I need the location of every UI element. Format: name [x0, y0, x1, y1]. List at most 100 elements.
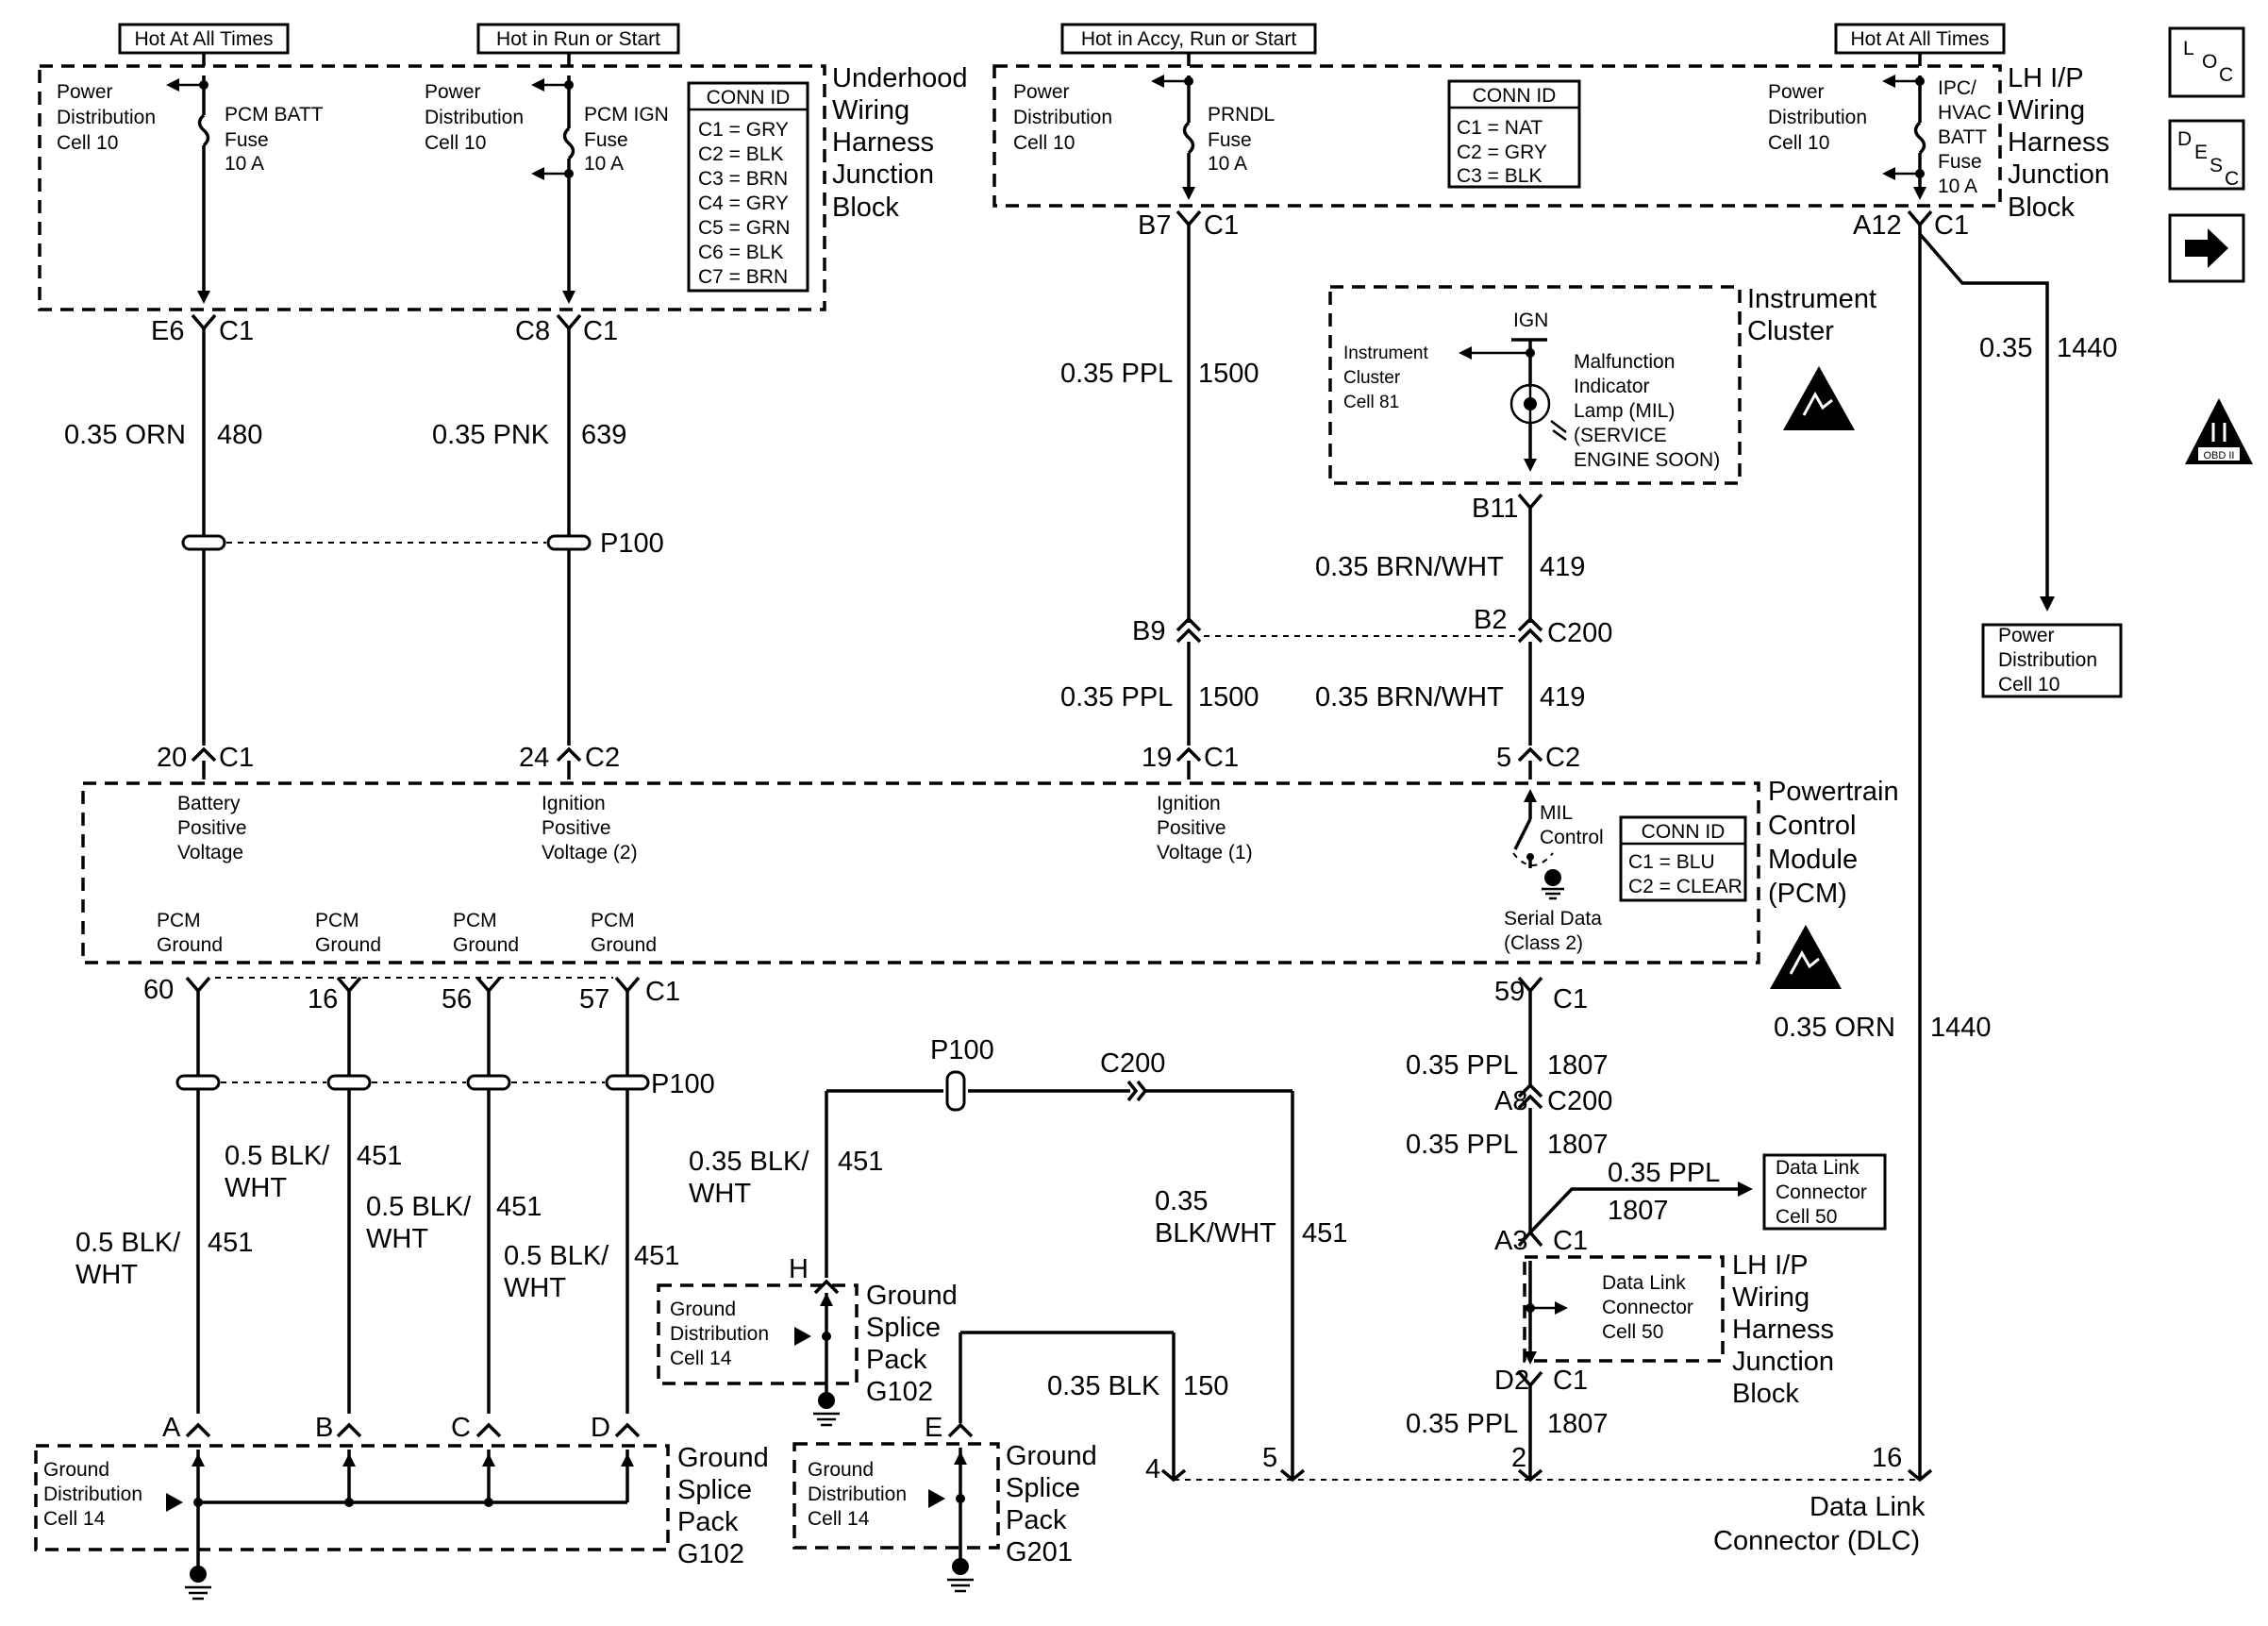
svg-text:Underhood: Underhood: [832, 63, 968, 93]
instrument-cluster: Instrument Cluster Instrument Cluster Ce…: [1328, 284, 1876, 485]
source-hot-always-2: Hot At All Times: [1834, 23, 2006, 55]
svg-text:LH I/P: LH I/P: [2008, 63, 2084, 93]
svg-text:0.5 BLK/: 0.5 BLK/: [366, 1192, 472, 1222]
svg-text:Instrument: Instrument: [1343, 344, 1428, 363]
svg-text:639: 639: [581, 420, 626, 450]
next-arrow-icon[interactable]: [2168, 213, 2245, 283]
svg-text:Voltage (2): Voltage (2): [542, 842, 638, 863]
svg-text:HVAC: HVAC: [1938, 102, 1992, 124]
svg-text:Harness: Harness: [1732, 1315, 1834, 1345]
svg-text:C1: C1: [1204, 210, 1239, 241]
svg-text:16: 16: [1872, 1443, 1902, 1473]
svg-text:G102: G102: [866, 1377, 933, 1407]
svg-text:0.35 ORN: 0.35 ORN: [1774, 1013, 1895, 1043]
circuit-480-pcm-batt: E6 C1 0.35 ORN 480: [64, 53, 262, 746]
p100-upper: P100: [181, 528, 664, 559]
svg-text:C1: C1: [583, 316, 618, 346]
svg-text:1807: 1807: [1608, 1196, 1669, 1226]
svg-text:10 A: 10 A: [1208, 153, 1247, 175]
svg-text:WHT: WHT: [225, 1173, 287, 1203]
svg-text:451: 451: [634, 1241, 679, 1271]
svg-text:Connector: Connector: [1602, 1297, 1693, 1318]
svg-text:A3: A3: [1494, 1226, 1527, 1256]
mil-lamp-icon: [1509, 383, 1567, 442]
svg-text:C2: C2: [1545, 743, 1580, 773]
svg-text:Cluster: Cluster: [1747, 316, 1834, 346]
svg-text:D: D: [591, 1413, 610, 1443]
svg-text:20: 20: [157, 743, 187, 773]
svg-text:CONN ID: CONN ID: [1473, 85, 1557, 107]
svg-text:Instrument: Instrument: [1747, 284, 1876, 314]
svg-text:Distribution: Distribution: [43, 1484, 142, 1505]
svg-text:Ground: Ground: [677, 1443, 769, 1473]
svg-text:Distribution: Distribution: [57, 107, 156, 128]
svg-text:10 A: 10 A: [225, 153, 264, 175]
svg-text:Block: Block: [832, 193, 899, 223]
ground-splice-pack-g102-lower: Ground Splice Pack G102 Ground Distribut…: [34, 1443, 769, 1601]
svg-text:(SERVICE: (SERVICE: [1574, 425, 1667, 446]
svg-text:451: 451: [1302, 1218, 1347, 1249]
svg-text:(PCM): (PCM): [1768, 879, 1847, 909]
svg-text:Ground: Ground: [157, 934, 223, 956]
svg-text:O: O: [2202, 51, 2217, 73]
svg-text:BATT: BATT: [1938, 126, 1987, 148]
svg-text:Cell 50: Cell 50: [1602, 1321, 1663, 1343]
svg-text:Control: Control: [1768, 811, 1857, 841]
svg-text:0.35 PPL: 0.35 PPL: [1406, 1409, 1518, 1439]
svg-text:451: 451: [208, 1228, 253, 1258]
svg-text:Pack: Pack: [677, 1507, 739, 1537]
svg-text:Indicator: Indicator: [1574, 376, 1650, 397]
svg-text:BLK/WHT: BLK/WHT: [1155, 1218, 1276, 1249]
svg-text:Data Link: Data Link: [1809, 1492, 1926, 1522]
svg-text:Splice: Splice: [866, 1313, 941, 1343]
svg-text:C1: C1: [1204, 743, 1239, 773]
svg-text:PCM: PCM: [157, 910, 201, 931]
circuit-1500-prndl: B7 C1 0.35 PPL 1500 B9 0.35 PPL 1500: [1060, 53, 1259, 746]
svg-text:0.35 PNK: 0.35 PNK: [432, 420, 550, 450]
svg-text:C1: C1: [1553, 1366, 1588, 1396]
svg-text:1500: 1500: [1198, 359, 1259, 389]
svg-text:0.35 PPL: 0.35 PPL: [1406, 1050, 1518, 1081]
pcm-module: Powertrain Control Module (PCM) 20 C1 24…: [81, 743, 1899, 964]
svg-text:Cluster: Cluster: [1343, 368, 1401, 388]
svg-text:C: C: [2225, 168, 2239, 190]
svg-text:D2: D2: [1494, 1366, 1529, 1396]
underhood-conn-id-table: CONN ID C1 = GRY C2 = BLK C3 = BRN C4 = …: [687, 81, 809, 293]
svg-text:Distribution: Distribution: [1013, 107, 1112, 128]
svg-text:419: 419: [1540, 552, 1585, 582]
svg-text:PCM: PCM: [315, 910, 359, 931]
svg-text:C1: C1: [645, 977, 680, 1007]
ground-splice-pack-g102-upper: Ground Splice Pack G102 Ground Distribut…: [657, 1281, 958, 1427]
loc-icon[interactable]: L O C: [2168, 26, 2245, 98]
svg-text:Ground: Ground: [591, 934, 657, 956]
svg-text:0.35 BRN/WHT: 0.35 BRN/WHT: [1315, 552, 1504, 582]
svg-text:P100: P100: [930, 1035, 994, 1065]
svg-text:(Class 2): (Class 2): [1504, 932, 1583, 954]
svg-text:P100: P100: [651, 1069, 715, 1099]
svg-text:CONN ID: CONN ID: [707, 87, 791, 109]
lhip-junction-block-lower: Data Link Connector Cell 50 LH I/P Wirin…: [1406, 1250, 1834, 1480]
svg-text:Distribution: Distribution: [1768, 107, 1867, 128]
svg-text:1807: 1807: [1547, 1409, 1609, 1439]
svg-text:Pack: Pack: [1006, 1505, 1067, 1535]
svg-text:Distribution: Distribution: [808, 1484, 907, 1505]
svg-text:G201: G201: [1006, 1537, 1073, 1567]
circuit-419: B11 0.35 BRN/WHT 419 B2 C200 0.35 BRN/WH…: [1204, 493, 1612, 746]
svg-text:Ignition: Ignition: [542, 793, 606, 814]
svg-text:C2 = GRY: C2 = GRY: [1457, 142, 1547, 163]
svg-text:0.35: 0.35: [1979, 333, 2032, 363]
svg-text:C2: C2: [585, 743, 620, 773]
source-hot-always-1: Hot At All Times: [118, 23, 290, 55]
desc-icon[interactable]: D E S C: [2168, 119, 2245, 191]
source-hot-run-start: Hot in Run or Start: [476, 23, 680, 55]
svg-text:Voltage: Voltage: [177, 842, 243, 863]
svg-text:E6: E6: [151, 316, 184, 346]
svg-text:0.5 BLK/: 0.5 BLK/: [225, 1141, 330, 1171]
svg-text:C1 = BLU: C1 = BLU: [1628, 851, 1715, 873]
svg-text:Hot At All Times: Hot At All Times: [1850, 28, 1989, 50]
svg-text:10 A: 10 A: [1938, 176, 1977, 197]
svg-text:IPC/: IPC/: [1938, 77, 1976, 99]
svg-text:C5 = GRN: C5 = GRN: [698, 217, 790, 239]
svg-text:451: 451: [357, 1141, 402, 1171]
